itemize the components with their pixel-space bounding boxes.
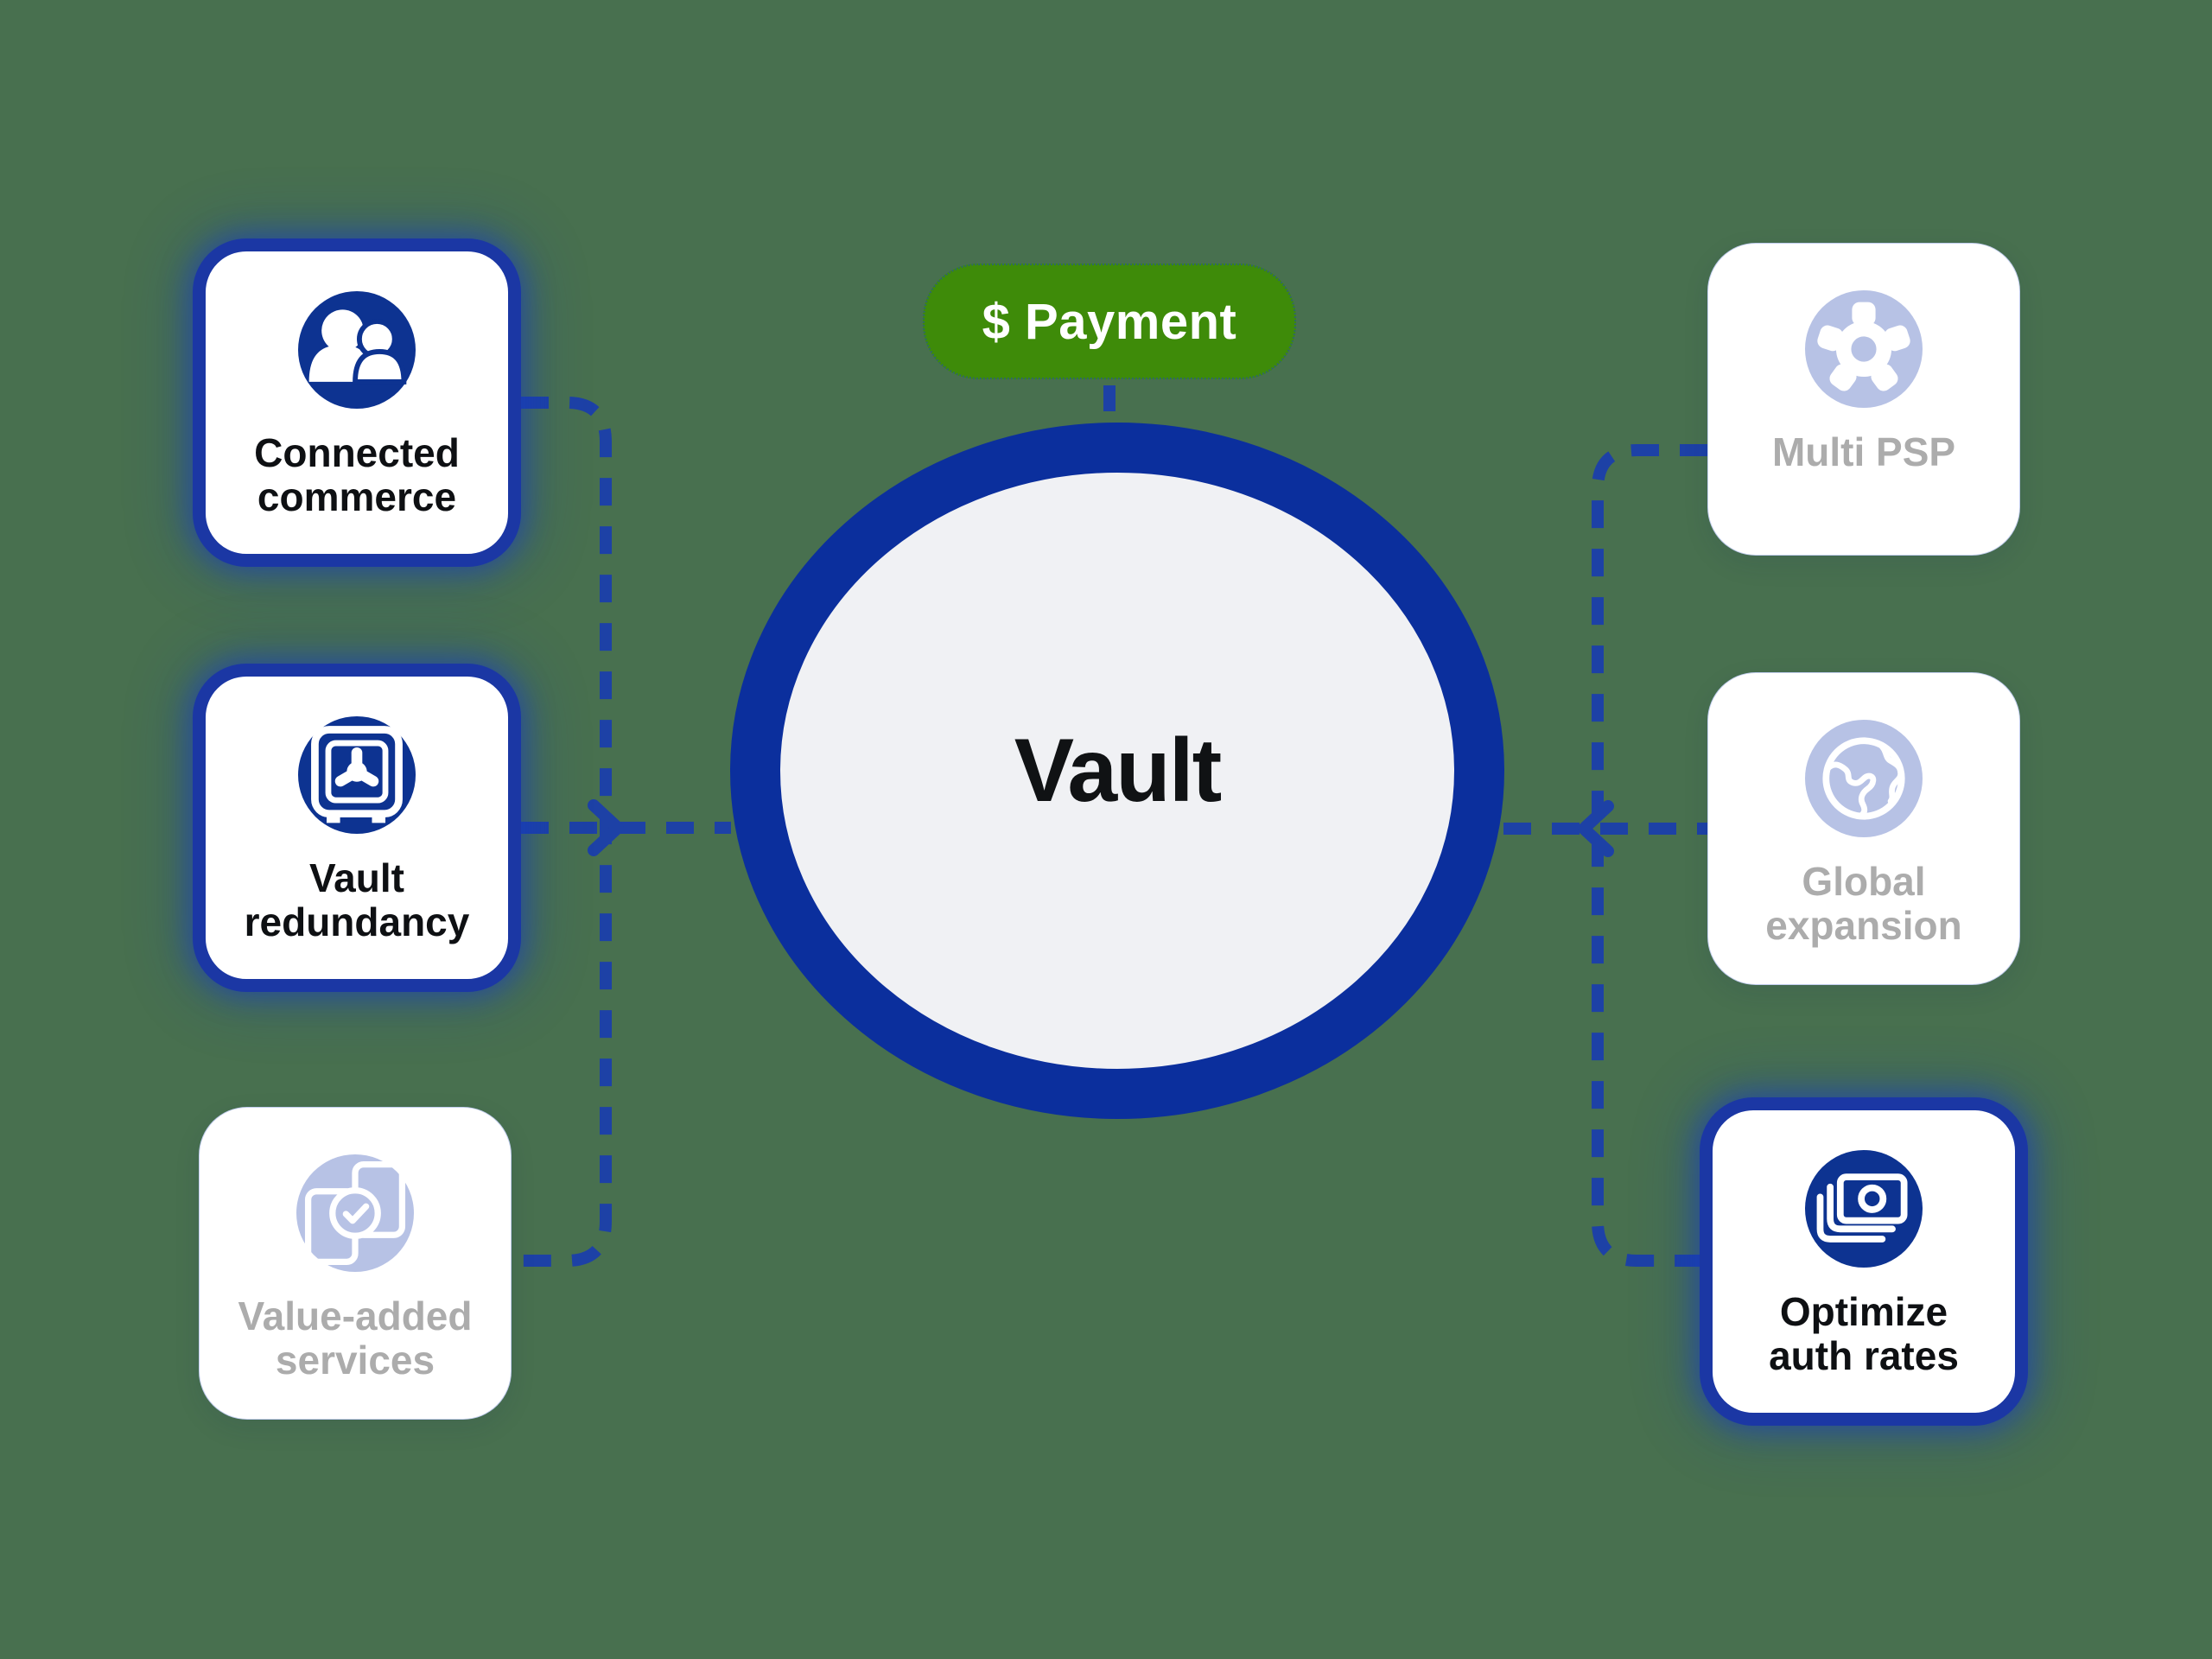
card-label: Optimize auth rates: [1769, 1290, 1959, 1377]
card-label-line: commerce: [257, 474, 457, 519]
banknotes-icon: [1816, 1173, 1908, 1243]
gear-icon-circle: [1805, 290, 1923, 408]
card-label: Connected commerce: [254, 431, 460, 518]
card-label: Multi PSP: [1772, 430, 1955, 474]
card-label-line: Vault: [309, 855, 404, 900]
payment-badge-label: $ Payment: [982, 293, 1237, 350]
documents-check-icon: [304, 1161, 406, 1265]
card-label: Value-added services: [238, 1294, 473, 1382]
safe-icon: [311, 726, 403, 823]
card-connected-commerce: Connected commerce: [193, 238, 521, 567]
card-label-line: expansion: [1765, 902, 1962, 948]
globe-icon-circle: [1805, 720, 1923, 837]
gear-icon: [1817, 302, 1910, 391]
left-merge-chevron-icon: [588, 799, 624, 856]
card-label-line: services: [275, 1337, 435, 1382]
banknotes-icon-circle: [1805, 1150, 1923, 1268]
card-label-line: Global: [1802, 859, 1926, 904]
globe-icon: [1822, 737, 1905, 820]
card-optimize-auth-rates: Optimize auth rates: [1700, 1097, 2028, 1426]
card-label-line: Value-added: [238, 1294, 473, 1338]
card-label-line: redundancy: [244, 899, 470, 944]
vault-circle: [730, 423, 1504, 1119]
right-merge-chevron-icon: [1578, 800, 1614, 857]
card-label-line: Multi PSP: [1771, 429, 1956, 474]
card-label-line: Connected: [254, 430, 460, 475]
connector-right-rail: [1592, 444, 1707, 1267]
users-icon-circle: [298, 291, 416, 409]
card-multi-psp: Multi PSP: [1707, 243, 2020, 556]
card-label: Vault redundancy: [245, 856, 470, 944]
card-label: Global expansion: [1765, 860, 1962, 947]
vault-title: Vault: [1014, 720, 1223, 821]
safe-icon-circle: [298, 716, 416, 834]
card-label-line: Optimize: [1779, 1289, 1948, 1334]
payment-badge: $ Payment: [923, 264, 1296, 379]
card-global-expansion: Global expansion: [1707, 672, 2020, 985]
users-icon: [308, 309, 407, 385]
card-value-added-services: Value-added services: [199, 1107, 512, 1420]
card-label-line: auth rates: [1769, 1332, 1959, 1378]
documents-check-icon-circle: [296, 1154, 414, 1272]
card-vault-redundancy: Vault redundancy: [193, 664, 521, 992]
